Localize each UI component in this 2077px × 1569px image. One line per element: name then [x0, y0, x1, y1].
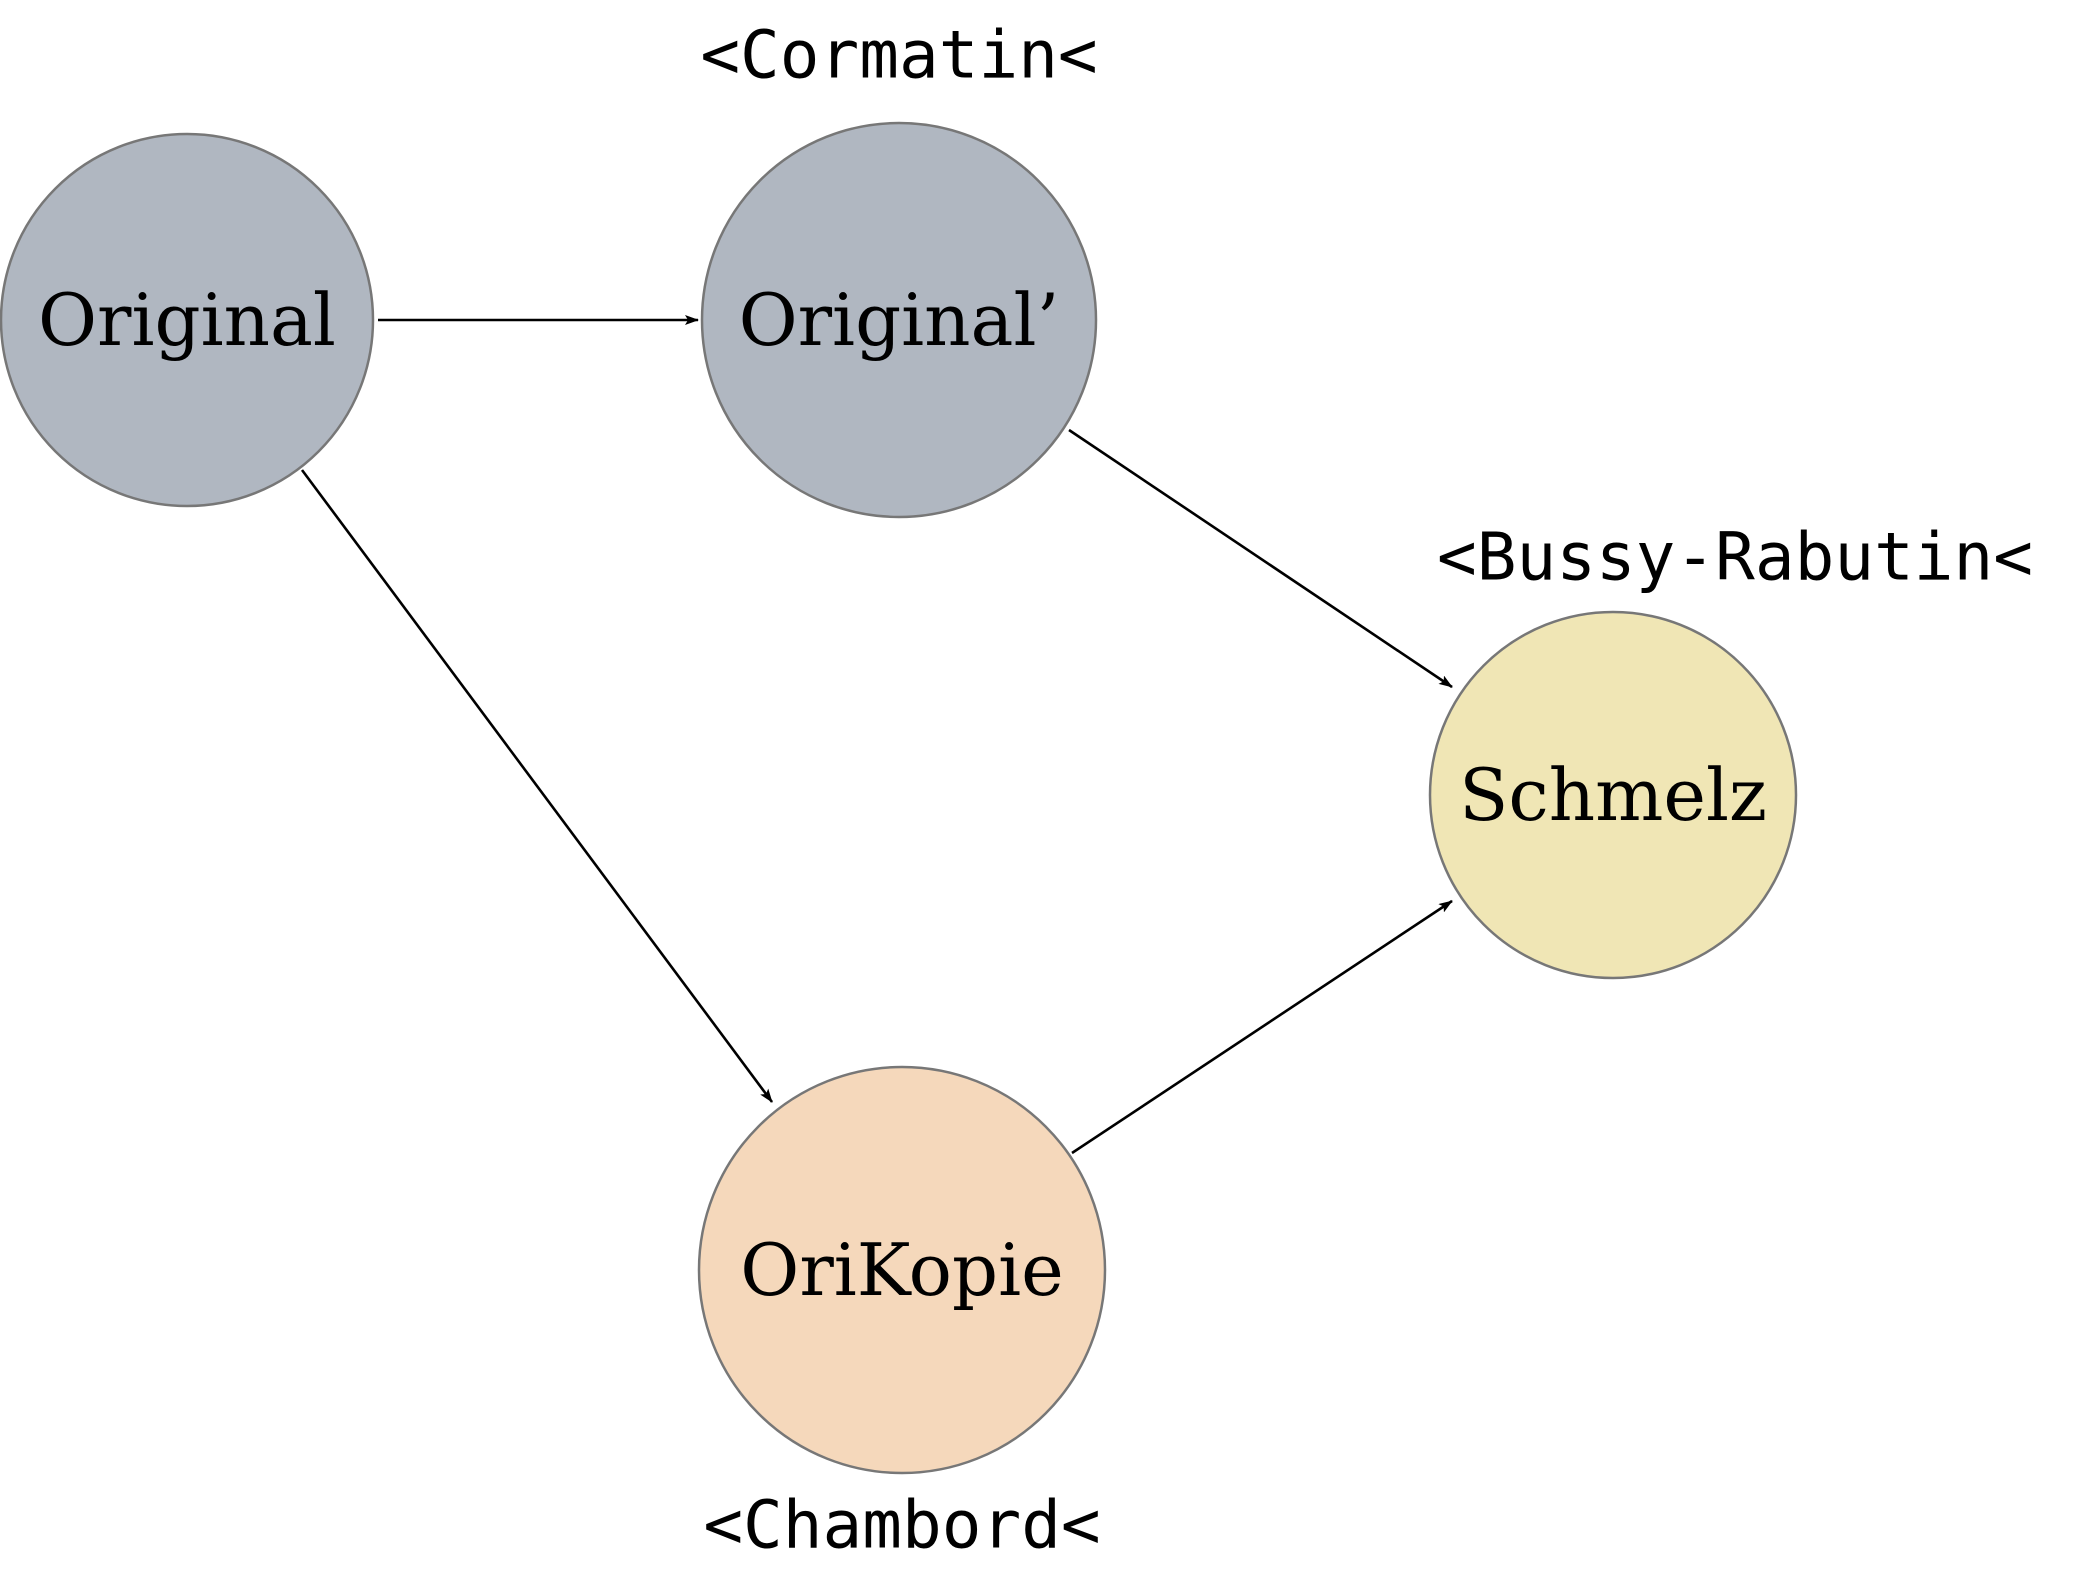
- node-orikopie: OriKopie <Chambord<: [697, 1065, 1107, 1564]
- node-orikopie-circle: [697, 1065, 1107, 1475]
- node-original-circle: [0, 132, 375, 508]
- node-original-label: Original: [38, 278, 336, 362]
- node-schmelz-label: Schmelz: [1459, 753, 1767, 837]
- tag-chambord: <Chambord<: [703, 1487, 1100, 1564]
- edge-original-to-orikopie: [300, 469, 774, 1103]
- node-orikopie-label: OriKopie: [740, 1228, 1063, 1312]
- edge-original-prime-to-schmelz: [1068, 428, 1453, 689]
- node-original-prime-label: Original’: [739, 278, 1060, 362]
- node-schmelz: Schmelz <Bussy-Rabutin<: [1428, 519, 2033, 980]
- edge-orikopie-to-schmelz: [1071, 899, 1453, 1155]
- node-original-prime-circle: [700, 121, 1098, 519]
- node-original: Original: [0, 132, 375, 508]
- tag-bussy-rabutin: <Bussy-Rabutin<: [1437, 519, 2033, 596]
- tag-cormatin: <Cormatin<: [700, 17, 1097, 94]
- node-schmelz-circle: [1428, 610, 1798, 980]
- node-original-prime: Original’ <Cormatin<: [700, 17, 1098, 519]
